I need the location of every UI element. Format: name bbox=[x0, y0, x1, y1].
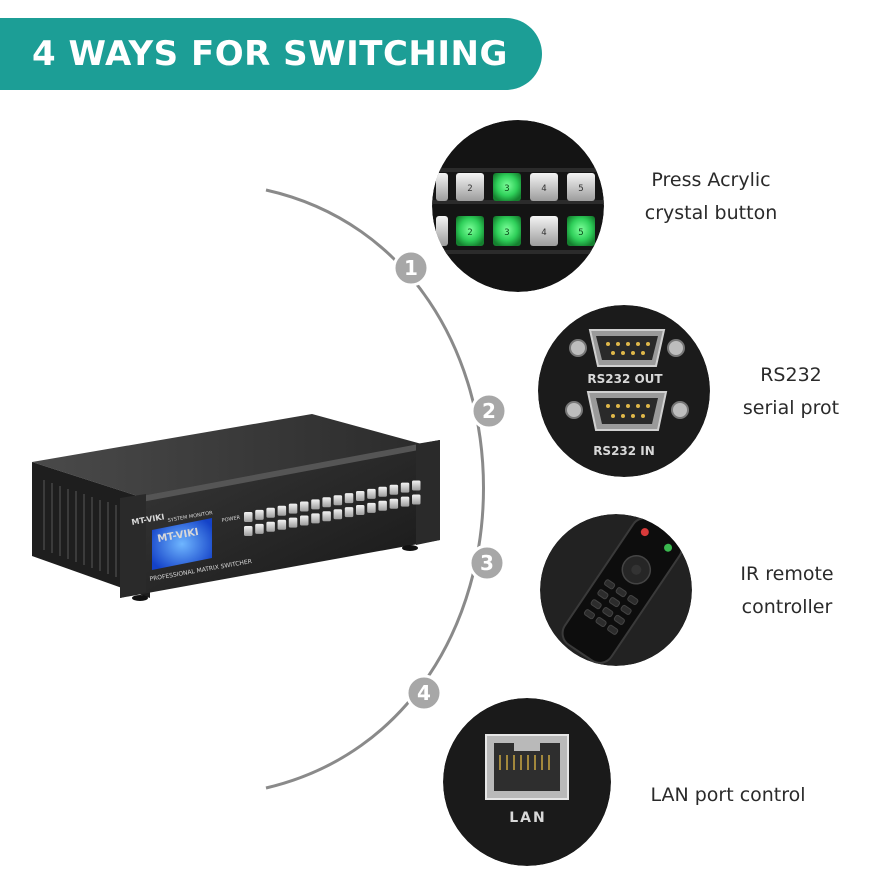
device-panel-button bbox=[367, 502, 376, 513]
device-panel-button bbox=[300, 515, 309, 526]
svg-text:3: 3 bbox=[504, 228, 509, 238]
svg-text:5: 5 bbox=[578, 228, 583, 238]
device-panel-button bbox=[412, 480, 421, 491]
title-banner: 4 WAYS FOR SWITCHING bbox=[0, 18, 542, 90]
svg-text:4: 4 bbox=[417, 681, 431, 705]
step-badge-4: 4 bbox=[405, 674, 443, 712]
device-panel-button bbox=[288, 503, 298, 514]
svg-text:RS232 OUT: RS232 OUT bbox=[587, 372, 663, 386]
device-panel-button bbox=[344, 507, 354, 518]
lan-port-icon: LAN bbox=[443, 698, 611, 866]
device-panel-button bbox=[311, 499, 320, 510]
device-panel-button bbox=[300, 501, 309, 512]
svg-text:2: 2 bbox=[467, 228, 472, 238]
device-panel-button bbox=[322, 497, 331, 508]
svg-text:4: 4 bbox=[541, 228, 546, 238]
method-label-2: RS232 serial prot bbox=[716, 359, 866, 425]
method-label-4: LAN port control bbox=[628, 779, 828, 812]
svg-text:2: 2 bbox=[482, 399, 496, 423]
method-label-3: IR remote controller bbox=[712, 558, 862, 624]
device-panel-button bbox=[311, 513, 320, 524]
svg-text:RS232 IN: RS232 IN bbox=[593, 444, 655, 458]
device-panel-button bbox=[400, 496, 410, 507]
method-label-2-line2: serial prot bbox=[742, 397, 840, 419]
device-panel-button bbox=[266, 507, 275, 518]
method-label-4-line1: LAN port control bbox=[650, 784, 806, 806]
method-label-2-line1: RS232 bbox=[760, 364, 822, 386]
step-badge-1: 1 bbox=[392, 249, 430, 287]
device-panel-button bbox=[266, 521, 275, 532]
device-panel-button bbox=[344, 493, 354, 504]
device-panel-button bbox=[389, 484, 399, 495]
svg-text:4: 4 bbox=[541, 184, 546, 194]
device-panel-button bbox=[277, 505, 287, 516]
device-panel-button bbox=[277, 519, 287, 530]
svg-text:3: 3 bbox=[504, 184, 509, 194]
svg-text:POWER: POWER bbox=[221, 515, 241, 524]
matrix-switcher-device: MT-VIKI MT-VIKI SYSTEM MONITOR PROFESSIO… bbox=[32, 414, 440, 601]
device-panel-button bbox=[244, 512, 253, 522]
device-panel-button bbox=[356, 491, 365, 501]
method-label-1-line2: crystal button bbox=[644, 202, 778, 224]
device-panel-button bbox=[255, 523, 264, 534]
lcd-screen bbox=[152, 518, 212, 570]
device-panel-button bbox=[389, 498, 399, 509]
device-panel-button bbox=[333, 509, 343, 520]
svg-text:LAN: LAN bbox=[509, 810, 546, 826]
acrylic-button-panel-icon: 2 3 4 5 2 3 4 5 bbox=[432, 120, 604, 292]
method-label-1-line1: Press Acrylic bbox=[651, 169, 771, 191]
svg-text:2: 2 bbox=[467, 184, 472, 194]
device-panel-button bbox=[400, 482, 410, 493]
svg-text:1: 1 bbox=[404, 256, 418, 280]
svg-text:3: 3 bbox=[480, 551, 494, 575]
step-badge-2: 2 bbox=[470, 392, 508, 430]
method-label-3-line2: controller bbox=[741, 596, 833, 618]
ir-remote-icon bbox=[540, 514, 692, 666]
device-panel-button bbox=[288, 517, 298, 528]
device-panel-button bbox=[356, 505, 365, 515]
page-title: 4 WAYS FOR SWITCHING bbox=[32, 34, 508, 74]
connector-arc bbox=[265, 188, 485, 790]
device-panel-button bbox=[244, 526, 253, 536]
device-button-grid bbox=[244, 480, 421, 536]
method-label-1: Press Acrylic crystal button bbox=[626, 164, 796, 230]
svg-text:5: 5 bbox=[578, 184, 583, 194]
device-panel-button bbox=[378, 500, 387, 511]
rs232-port-icon: RS232 OUT RS232 IN bbox=[538, 305, 710, 477]
device-panel-button bbox=[378, 486, 387, 497]
device-panel-button bbox=[412, 494, 421, 505]
device-panel-button bbox=[322, 511, 331, 522]
device-panel-button bbox=[255, 509, 264, 520]
device-panel-button bbox=[333, 495, 343, 506]
device-panel-button bbox=[367, 488, 376, 499]
step-badge-3: 3 bbox=[468, 544, 506, 582]
method-label-3-line1: IR remote bbox=[740, 563, 834, 585]
